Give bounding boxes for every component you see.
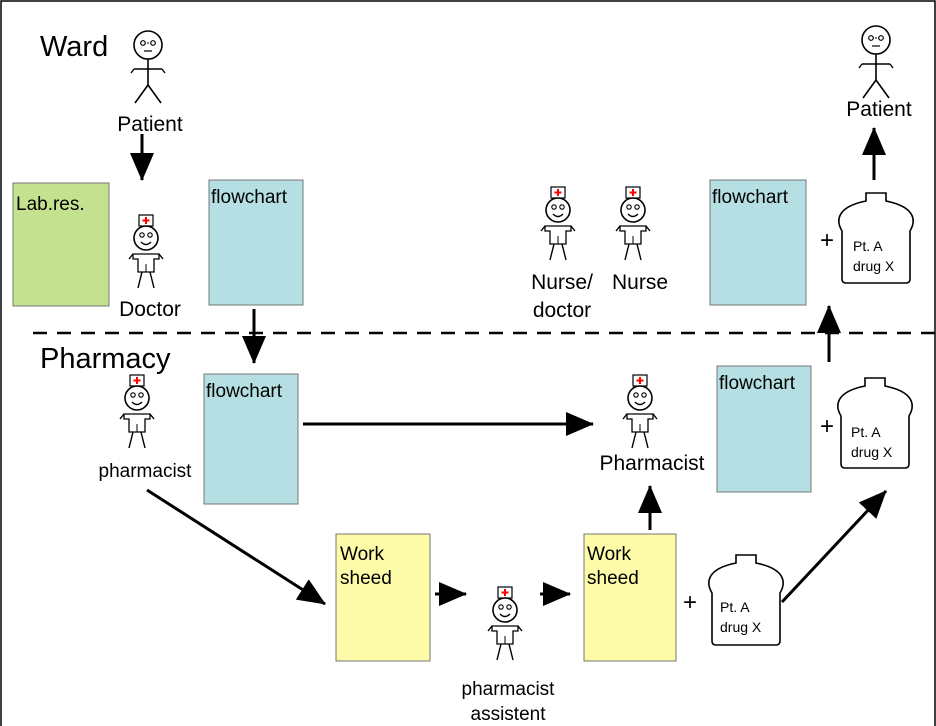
check-bottle-label-line2: drug X (851, 444, 893, 460)
ward-section-title: Ward (40, 31, 108, 63)
ward-flowchart-label: flowchart (211, 187, 288, 208)
ward-admin-flowchart-label: flowchart (712, 187, 789, 208)
arrow-pharmacist-to-worksheet (146, 488, 326, 606)
nurse-label: Nurse (612, 271, 668, 294)
receiving-patient-label: Patient (846, 98, 912, 121)
ward-bottle-label-line1: Pt. A (853, 238, 883, 254)
nurse-doctor-icon (540, 186, 576, 261)
prep-plus-sign: + (683, 589, 697, 616)
receiving-patient-icon (858, 25, 894, 99)
worksheet-document-1 (335, 533, 431, 662)
pharmacy-check-flowchart-label: flowchart (719, 373, 796, 394)
pharmacist-right-label: Pharmacist (599, 452, 704, 475)
arrow-prepared-to-checked (780, 489, 888, 604)
worksheet-document-2 (583, 533, 677, 662)
prep-bottle-label-line2: drug X (720, 619, 762, 635)
doctor-label: Doctor (119, 298, 181, 321)
ward-bottle-label-line2: drug X (853, 258, 895, 274)
check-bottle-label-line1: Pt. A (851, 424, 881, 440)
pharmacy-section-title: Pharmacy (40, 343, 171, 375)
nurse-doctor-label-line1: Nurse/ (531, 271, 593, 294)
prep-bottle-label-line1: Pt. A (720, 599, 750, 615)
lab-results-document (12, 182, 110, 307)
worksheet-1-label-line2: sheed (340, 568, 392, 589)
pharmacist-left-icon (119, 374, 155, 449)
pharmacist-left-label: pharmacist (99, 461, 193, 482)
pharmacy-check-flowchart-document (716, 365, 812, 493)
assistant-label-line2: assistent (471, 704, 547, 725)
lab-results-label: Lab.res. (16, 194, 85, 215)
nurse-icon (615, 186, 651, 261)
ward-plus-sign: + (820, 227, 834, 254)
pharmacist-right-icon (622, 374, 658, 449)
assistant-label-line1: pharmacist (462, 679, 556, 700)
ward-admin-flowchart-document (709, 179, 807, 306)
ward-patient-label: Patient (117, 113, 183, 136)
pharmacy-flowchart-document (203, 373, 299, 505)
ward-flowchart-document (208, 179, 304, 306)
pharmacy-flowchart-label: flowchart (206, 381, 283, 402)
worksheet-2-label-line1: Work (587, 544, 631, 565)
pharmacist-assistant-icon (487, 586, 523, 661)
doctor-icon (128, 214, 164, 289)
worksheet-1-label-line1: Work (340, 544, 384, 565)
worksheet-2-label-line2: sheed (587, 568, 639, 589)
check-plus-sign: + (820, 413, 834, 440)
nurse-doctor-label-line2: doctor (533, 299, 591, 322)
patient-icon (130, 30, 166, 104)
